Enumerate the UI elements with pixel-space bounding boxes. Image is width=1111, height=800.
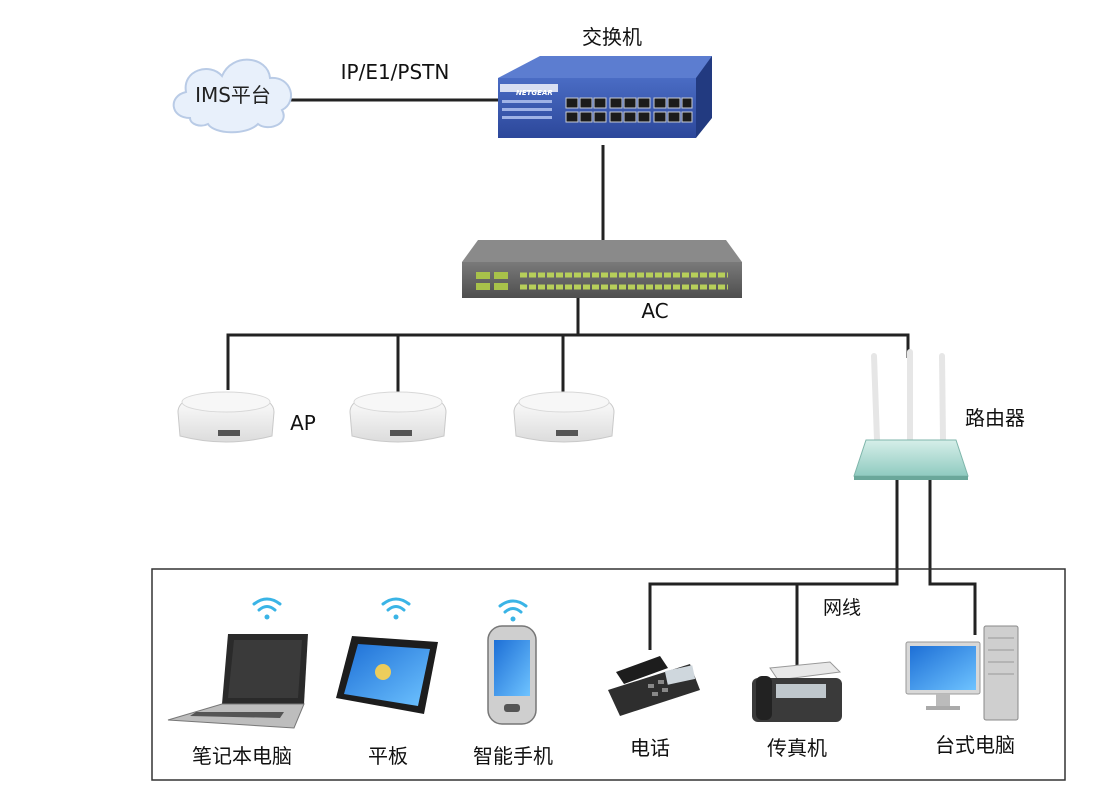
wired-link-label: 网线 — [823, 597, 861, 619]
tablet-icon — [336, 636, 438, 714]
switch-brand: NETGEAR — [516, 89, 553, 97]
device-label-laptop: 笔记本电脑 — [192, 744, 292, 768]
access-point-icon — [349, 391, 447, 443]
router-wire-right — [928, 478, 977, 635]
laptop-icon — [167, 634, 308, 729]
wireless-router-icon — [853, 349, 969, 480]
terminal-devices-frame — [151, 568, 1066, 781]
device-label-phone: 电话 — [630, 736, 670, 760]
access-point-icon — [513, 391, 615, 443]
cloud-icon — [172, 58, 292, 134]
ac-label: AC — [641, 299, 668, 323]
router-wire-left — [648, 478, 899, 650]
desktop-computer-icon — [905, 625, 1019, 721]
device-label-smartphone: 智能手机 — [473, 744, 553, 768]
wifi-icon — [252, 597, 282, 620]
switch-ports — [565, 97, 693, 123]
ims-label: IMS平台 — [195, 83, 271, 107]
ap-label: AP — [290, 411, 316, 435]
access-controller-icon — [462, 240, 742, 298]
wifi-icon — [498, 599, 528, 622]
device-label-fax: 传真机 — [767, 736, 827, 760]
desk-phone-icon — [608, 656, 700, 716]
network-switch-icon — [498, 56, 712, 138]
router-label: 路由器 — [965, 406, 1025, 430]
switch-label: 交换机 — [582, 25, 642, 49]
ac-port-rows — [520, 272, 728, 290]
ap-bus — [226, 333, 910, 390]
connection-lines — [226, 98, 977, 668]
fax-machine-icon — [752, 661, 842, 722]
smartphone-icon — [487, 625, 537, 725]
access-point-icon — [177, 391, 275, 443]
link-label-ims-switch: IP/E1/PSTN — [341, 60, 450, 84]
device-label-desktop: 台式电脑 — [935, 733, 1015, 757]
device-label-tablet: 平板 — [368, 744, 408, 768]
wifi-icon — [381, 597, 411, 620]
